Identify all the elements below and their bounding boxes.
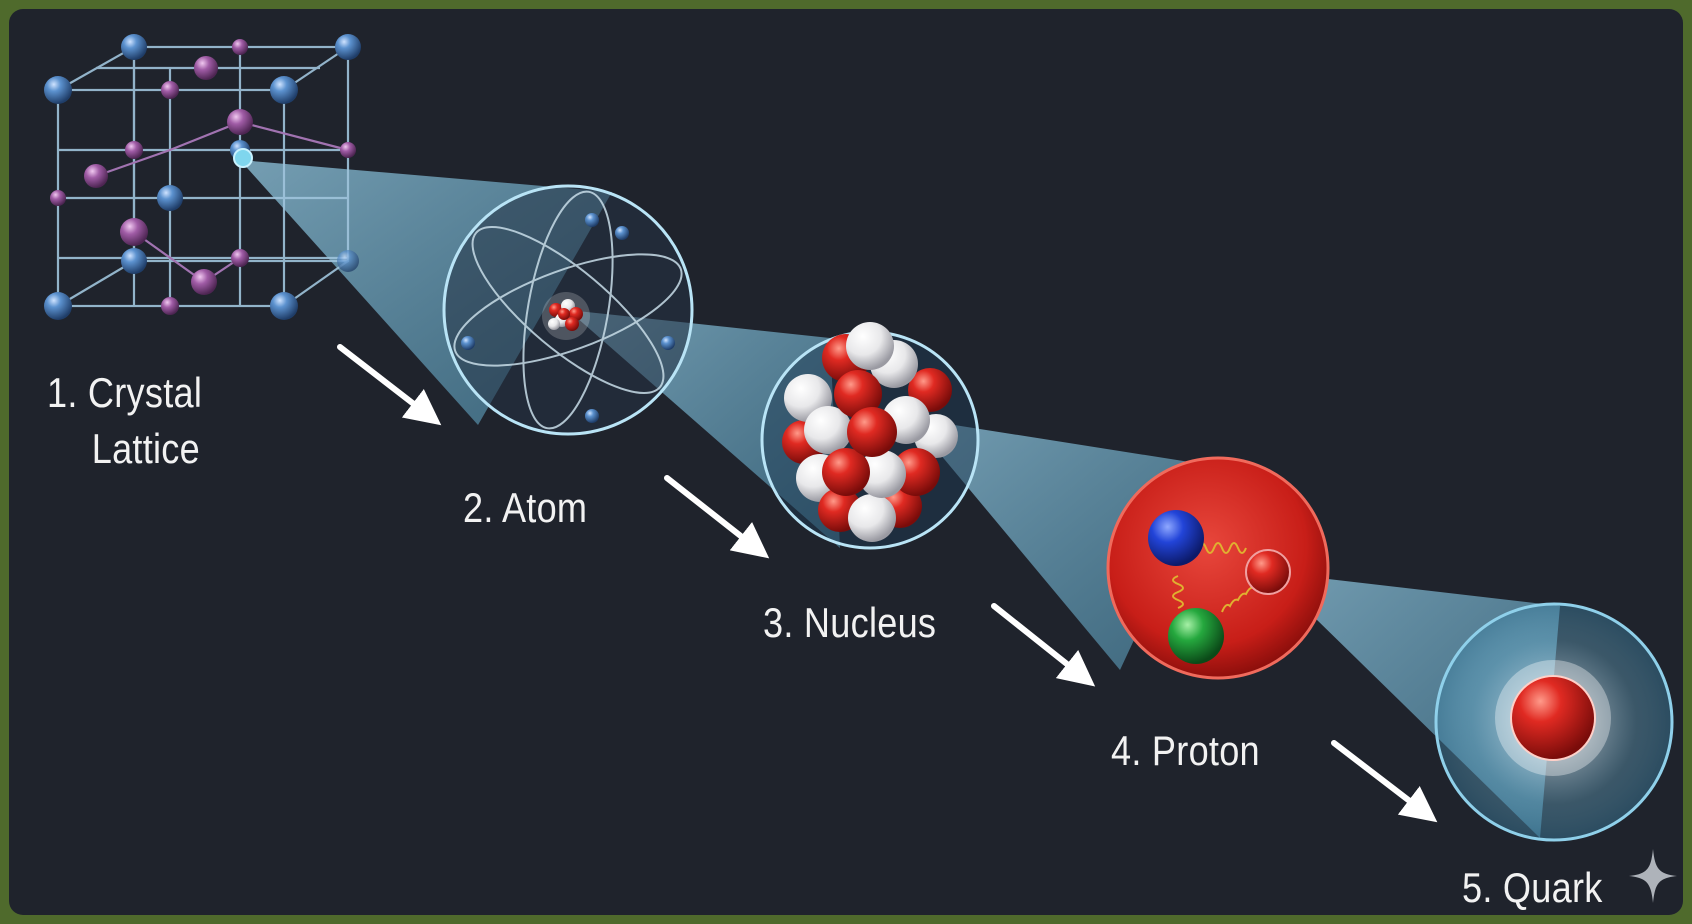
label-crystal-lattice-line2: Lattice bbox=[91, 425, 200, 472]
arrow-icon bbox=[337, 344, 442, 426]
progression-arrows bbox=[337, 344, 1438, 823]
quark-green bbox=[1168, 608, 1224, 664]
label-crystal-lattice: 1. Crystal Lattice bbox=[47, 365, 202, 477]
quark-illustration bbox=[1434, 602, 1674, 842]
diagram-canvas: 1. Crystal Lattice 2. Atom 3. Nucleus 4.… bbox=[9, 9, 1683, 915]
label-nucleus: 3. Nucleus bbox=[763, 599, 937, 646]
atom-nucleus bbox=[542, 292, 590, 340]
atom-illustration bbox=[442, 184, 694, 436]
label-crystal-lattice-line1: 1. Crystal bbox=[47, 369, 203, 416]
nucleons bbox=[782, 322, 958, 542]
electron bbox=[585, 409, 599, 423]
proton-illustration bbox=[1106, 456, 1330, 680]
nucleus-illustration bbox=[760, 322, 980, 550]
electron bbox=[461, 336, 475, 350]
label-quark: 5. Quark bbox=[1462, 864, 1603, 911]
quark-red bbox=[1245, 549, 1291, 595]
selected-lattice-atom bbox=[233, 148, 253, 168]
sparkle-icon bbox=[1629, 849, 1677, 903]
quark-blue bbox=[1148, 510, 1204, 566]
electron bbox=[661, 336, 675, 350]
electron bbox=[615, 226, 629, 240]
label-proton: 4. Proton bbox=[1111, 727, 1260, 774]
lattice-atoms bbox=[44, 34, 361, 320]
arrow-icon bbox=[664, 475, 770, 559]
label-atom: 2. Atom bbox=[463, 484, 588, 531]
electron bbox=[585, 213, 599, 227]
arrow-icon bbox=[1331, 740, 1438, 823]
scale-diagram bbox=[44, 34, 1674, 842]
arrow-icon bbox=[991, 603, 1096, 687]
